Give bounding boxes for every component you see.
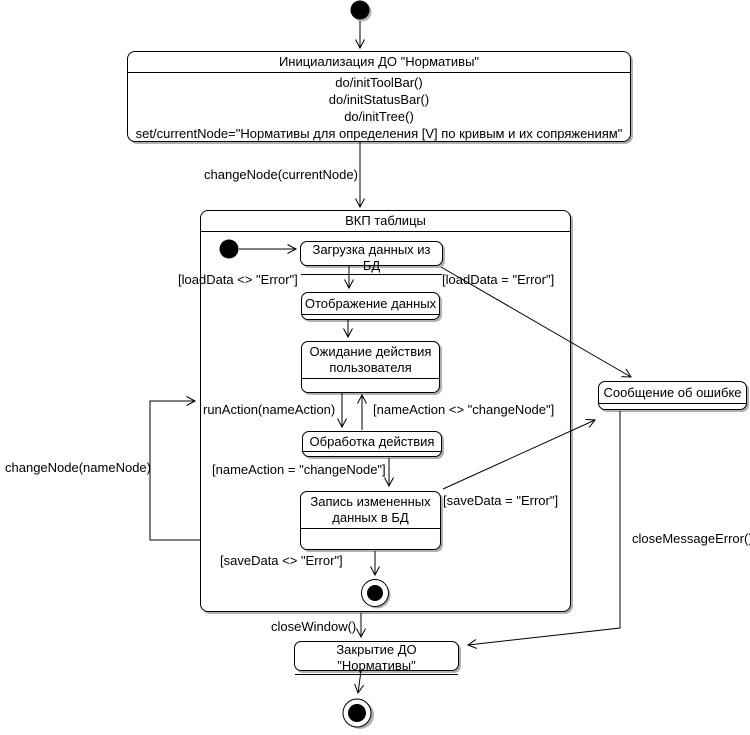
state-error-message-compartment <box>599 403 746 409</box>
initial-state-top <box>350 0 372 22</box>
label-close-message-error: closeMessageError() <box>632 531 750 546</box>
state-wait-user-action-title: Ожидание действия пользователя <box>309 344 432 375</box>
label-load-ok: [loadData <> "Error"] <box>178 272 298 287</box>
state-load-data: Загрузка данных из БД <box>300 241 443 275</box>
label-save-error: [saveData = "Error"] <box>443 493 559 508</box>
label-load-error: [loadData = "Error"] <box>442 272 555 287</box>
state-close-compartment <box>295 674 458 680</box>
state-save-data: Запись измененных данных в БД <box>300 491 441 550</box>
state-display-data-title: Отображение данных <box>304 295 437 311</box>
action-init-tree: do/initTree() <box>344 109 414 124</box>
state-save-data-title: Запись измененных данных в БД <box>310 494 431 525</box>
label-close-window: closeWindow() <box>271 619 357 634</box>
state-wait-user-action-compartment <box>302 378 439 392</box>
arrow-vkp-self-changenode <box>149 396 200 541</box>
state-error-message: Сообщение об ошибке <box>598 381 747 410</box>
state-save-data-compartment <box>301 528 440 549</box>
state-initialization-actions: do/initToolBar() do/initStatusBar() do/i… <box>128 73 630 142</box>
label-name-action-eq: [nameAction = "changeNode"] <box>212 462 386 477</box>
label-change-node-name: changeNode(nameNode) <box>5 460 151 475</box>
label-save-ok: [saveData <> "Error"] <box>220 553 343 568</box>
label-change-node-current: changeNode(currentNode) <box>204 167 358 182</box>
final-state-bottom <box>342 698 374 729</box>
state-process-action-title: Обработка действия <box>309 433 435 449</box>
action-init-toolbar: do/initToolBar() <box>335 75 423 90</box>
state-process-action-compartment <box>303 451 441 456</box>
state-vkp-table-title: ВКП таблицы <box>201 211 570 232</box>
action-init-statusbar: do/initStatusBar() <box>328 92 430 107</box>
state-process-action: Обработка действия <box>302 431 442 457</box>
state-initialization-title: Инициализация ДО "Нормативы" <box>128 52 630 73</box>
state-load-data-compartment <box>301 274 442 279</box>
state-load-data-title: Загрузка данных из БД <box>312 242 431 273</box>
action-set-current-node: set/currentNode="Нормативы для определен… <box>135 126 623 141</box>
state-wait-user-action: Ожидание действия пользователя <box>301 341 440 393</box>
label-run-action: runAction(nameAction) <box>203 402 336 417</box>
state-close: Закрытие ДО "Нормативы" <box>294 641 459 675</box>
label-name-action-neq: [nameAction <> "changeNode"] <box>373 402 555 417</box>
state-close-title: Закрытие ДО "Нормативы" <box>336 642 417 673</box>
state-display-data: Отображение данных <box>301 292 440 320</box>
state-initialization: Инициализация ДО "Нормативы" do/initTool… <box>127 51 631 142</box>
state-display-data-compartment <box>302 314 439 319</box>
state-error-message-title: Сообщение об ошибке <box>603 384 742 400</box>
